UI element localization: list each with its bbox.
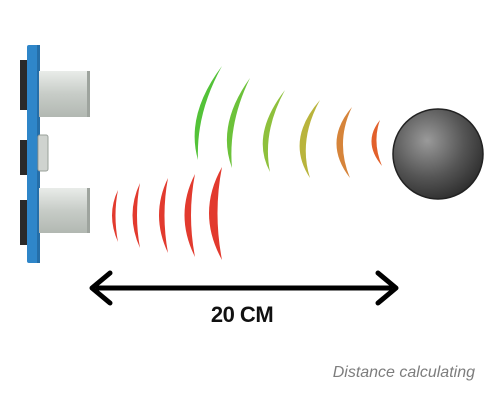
outgoing-wave-arc bbox=[209, 167, 222, 260]
sensor-crystal bbox=[37, 134, 49, 172]
target-ball-icon bbox=[392, 108, 484, 200]
distance-label: 20 CM bbox=[211, 302, 273, 327]
ultrasonic-sensor-icon bbox=[20, 45, 90, 263]
sensor-transmitter-face bbox=[87, 188, 90, 233]
echo-sound-waves bbox=[194, 66, 382, 178]
echo-wave-arc bbox=[299, 100, 320, 178]
outgoing-sound-waves bbox=[112, 167, 222, 260]
echo-wave-arc bbox=[336, 107, 352, 178]
echo-wave-arc bbox=[194, 66, 222, 160]
outgoing-wave-arc bbox=[159, 178, 168, 253]
sensor-transmitter bbox=[39, 188, 89, 233]
outgoing-wave-arc bbox=[184, 174, 195, 257]
echo-wave-arc bbox=[262, 90, 285, 172]
sensor-receiver-face bbox=[87, 71, 90, 117]
sensor-pin bbox=[20, 140, 29, 175]
sensor-receiver bbox=[39, 71, 89, 117]
outgoing-wave-arc bbox=[112, 190, 118, 242]
sensor-pin bbox=[20, 60, 29, 110]
echo-wave-arc bbox=[226, 78, 250, 168]
distance-arrow-right-head bbox=[375, 270, 399, 306]
sensor-board bbox=[27, 45, 39, 263]
figure-caption: Distance calculating bbox=[332, 364, 475, 381]
double-headed-arrow-icon bbox=[89, 270, 399, 306]
echo-wave-arc bbox=[371, 120, 382, 166]
distance-arrow-left-head bbox=[89, 270, 113, 306]
outgoing-wave-arc bbox=[132, 183, 140, 248]
sensor-pin bbox=[20, 200, 29, 245]
